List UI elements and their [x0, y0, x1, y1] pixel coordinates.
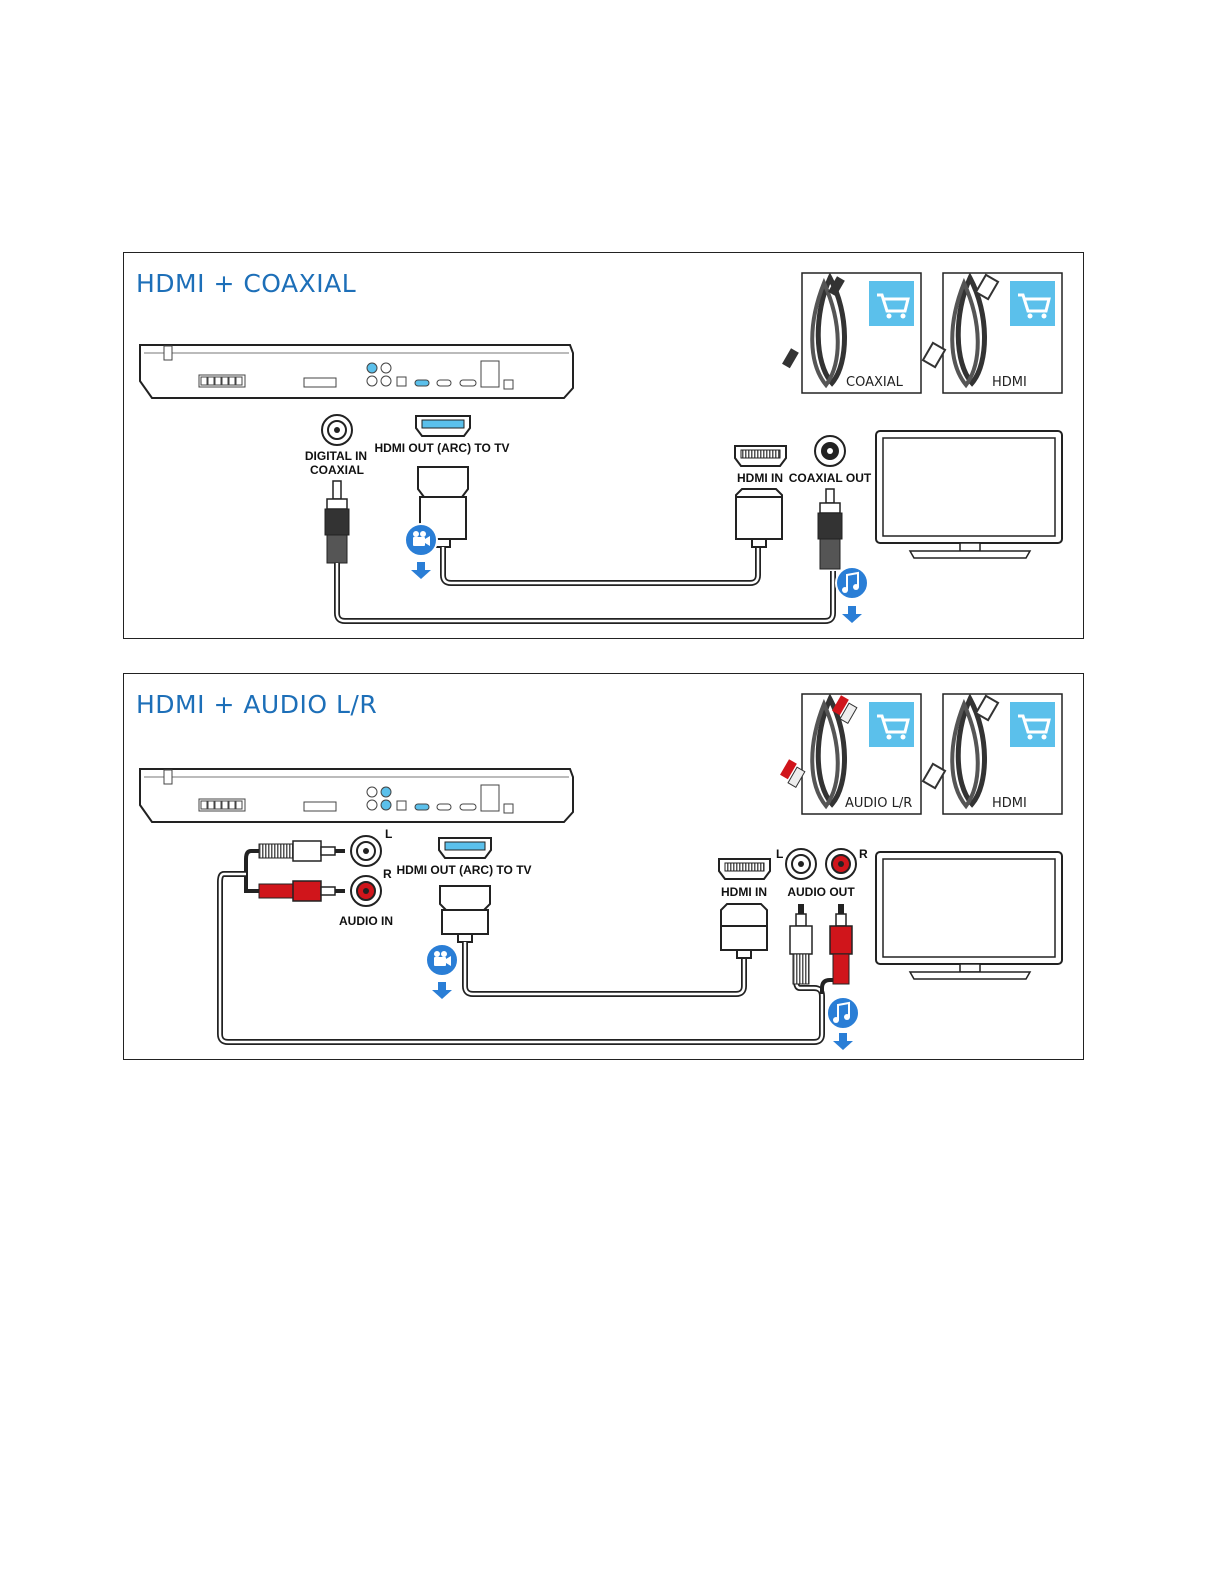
audio-in-left-jack	[351, 836, 381, 866]
cable-card-hdmi: HDMI	[923, 694, 1062, 814]
arrow-down-icon	[432, 982, 452, 999]
cart-icon	[869, 702, 914, 747]
coaxial-plug-right	[818, 489, 842, 569]
card-label: HDMI	[992, 796, 1027, 811]
arrow-down-icon	[833, 1033, 853, 1050]
right-label: R	[383, 867, 392, 881]
panel-hdmi-audio-lr: HDMI + AUDIO L/R	[123, 673, 1084, 1060]
audio-in-label: AUDIO IN	[339, 914, 393, 928]
rca-plug-red-right	[830, 904, 852, 984]
audio-out-label: AUDIO OUT	[787, 885, 855, 899]
diagram-hdmi-audio-lr: L R AUDIO IN HDMI OUT (ARC) TO TV	[124, 674, 1085, 1061]
hdmi-out-label: HDMI OUT (ARC) TO TV	[374, 441, 509, 455]
diagram-hdmi-coaxial: DIGITAL IN COAXIAL HDMI OUT (ARC) TO TV	[124, 253, 1085, 640]
panel-hdmi-coaxial: HDMI + COAXIAL	[123, 252, 1084, 639]
audio-out-left-jack	[786, 849, 816, 879]
hdmi-out-jack	[416, 416, 470, 436]
card-label: AUDIO L/R	[845, 796, 912, 811]
card-label: HDMI	[992, 375, 1027, 390]
arrow-down-icon	[411, 562, 431, 579]
home-theater-unit	[140, 769, 573, 822]
cable-card-audio-lr: AUDIO L/R	[780, 694, 921, 814]
rca-plug-red-left	[259, 881, 345, 901]
hdmi-in-jack	[735, 446, 786, 466]
hdmi-in-label: HDMI IN	[737, 471, 783, 485]
card-label: COAXIAL	[846, 375, 904, 390]
hdmi-out-label: HDMI OUT (ARC) TO TV	[396, 863, 531, 877]
hdmi-in-label: HDMI IN	[721, 885, 767, 899]
audio-in-right-jack	[351, 876, 381, 906]
audio-out-right-jack	[826, 849, 856, 879]
rca-plug-white-right	[790, 904, 812, 984]
music-note-icon	[827, 997, 859, 1029]
tv-icon	[876, 431, 1062, 558]
arrow-down-icon	[842, 606, 862, 623]
cable-card-coaxial: COAXIAL	[782, 273, 921, 393]
tv-right-label: R	[859, 847, 868, 861]
coaxial-plug-left	[325, 481, 349, 563]
cart-icon	[869, 281, 914, 326]
video-icon	[405, 524, 437, 556]
hdmi-plug-in	[736, 489, 782, 547]
coaxial-out-jack	[815, 436, 845, 466]
hdmi-plug-out	[440, 886, 490, 942]
cable-card-hdmi: HDMI	[923, 273, 1062, 393]
coaxial-out-label: COAXIAL OUT	[789, 471, 872, 485]
hdmi-out-jack	[439, 838, 491, 858]
digital-in-coaxial-jack	[322, 415, 352, 445]
hdmi-in-jack	[719, 859, 770, 879]
left-label: L	[385, 827, 392, 841]
cart-icon	[1010, 281, 1055, 326]
rca-plug-white-left	[259, 841, 345, 861]
home-theater-unit	[140, 345, 573, 398]
tv-left-label: L	[776, 847, 783, 861]
digital-in-label: DIGITAL IN	[305, 449, 367, 463]
tv-icon	[876, 852, 1062, 979]
music-note-icon	[836, 567, 868, 599]
video-icon	[426, 944, 458, 976]
cart-icon	[1010, 702, 1055, 747]
coaxial-label: COAXIAL	[310, 463, 364, 477]
hdmi-plug-in	[721, 904, 767, 958]
